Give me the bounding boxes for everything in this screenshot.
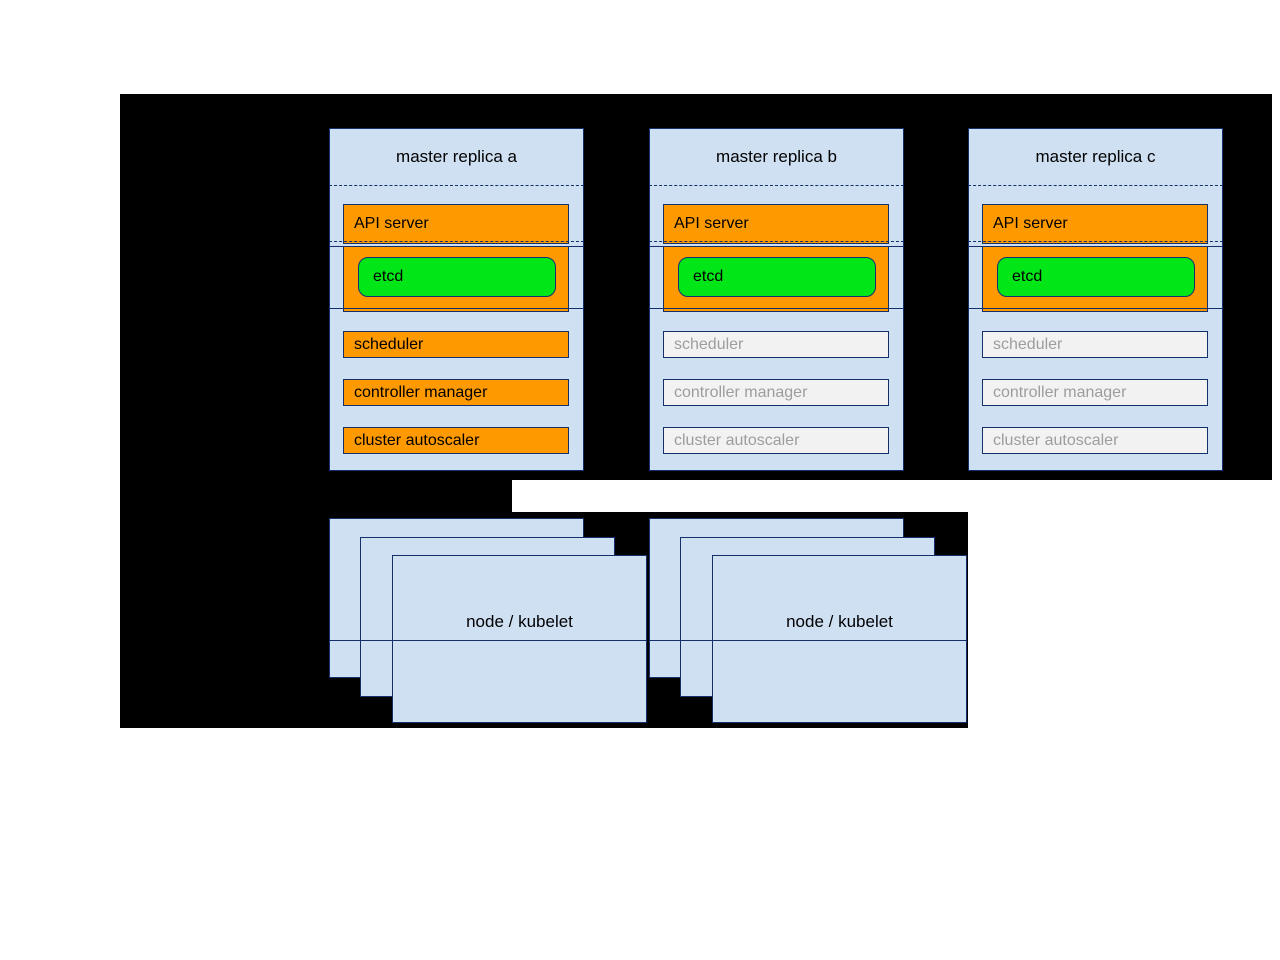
node-stack-1-front[interactable]: node / kubelet [392,555,647,723]
replica-c-cluster-autoscaler[interactable]: cluster autoscaler [982,427,1208,454]
node-stack-1-label: node / kubelet [466,612,573,631]
replica-c-divider-top [968,185,1223,186]
replica-a-etcd-label: etcd [373,268,404,285]
replica-c-etcd[interactable]: etcd [997,257,1195,297]
replica-b-divider-top [649,185,904,186]
replica-b-scheduler-label: scheduler [674,335,744,353]
node-stack-1-rule [329,640,647,641]
replica-a-cluster-autoscaler[interactable]: cluster autoscaler [343,427,569,454]
replica-a-controller-manager-label: controller manager [354,383,488,401]
replica-b-etcd-label: etcd [693,268,724,285]
replica-a-api-server-label: API server [354,215,429,232]
node-stack-2-label: node / kubelet [786,612,893,631]
replica-a-scheduler[interactable]: scheduler [343,331,569,358]
replica-c-divider-mid [968,241,1223,242]
replica-c-controller-manager-label: controller manager [993,383,1127,401]
replica-c-title: master replica c [1035,147,1156,166]
replica-b-scheduler[interactable]: scheduler [663,331,889,358]
replica-b-title: master replica b [716,147,837,166]
replica-c-rule-lower [968,308,1223,309]
replica-c-scheduler[interactable]: scheduler [982,331,1208,358]
replica-a-cluster-autoscaler-label: cluster autoscaler [354,431,480,449]
replica-a-api-server[interactable]: API server [343,204,569,244]
replica-c-api-server[interactable]: API server [982,204,1208,244]
replica-c-scheduler-label: scheduler [993,335,1063,353]
replica-b-rule-lower [649,308,904,309]
replica-b-controller-manager-label: controller manager [674,383,808,401]
replica-c-controller-manager[interactable]: controller manager [982,379,1208,406]
node-stack-2-front[interactable]: node / kubelet [712,555,967,723]
replica-a-scheduler-label: scheduler [354,335,424,353]
replica-a-title: master replica a [396,147,517,166]
replica-b-controller-manager[interactable]: controller manager [663,379,889,406]
replica-b-api-server[interactable]: API server [663,204,889,244]
replica-c-cluster-autoscaler-label: cluster autoscaler [993,431,1119,449]
replica-b-divider-mid [649,241,904,242]
replica-c-etcd-label: etcd [1012,268,1043,285]
replica-b-api-server-label: API server [674,215,749,232]
replica-a-divider-mid [329,241,584,242]
replica-b-cluster-autoscaler-label: cluster autoscaler [674,431,800,449]
replica-c-api-server-label: API server [993,215,1068,232]
node-stack-2-rule [649,640,967,641]
replica-b-etcd[interactable]: etcd [678,257,876,297]
replica-a-controller-manager[interactable]: controller manager [343,379,569,406]
replica-a-etcd[interactable]: etcd [358,257,556,297]
replica-b-cluster-autoscaler[interactable]: cluster autoscaler [663,427,889,454]
replica-a-rule-lower [329,308,584,309]
replica-a-divider-top [329,185,584,186]
